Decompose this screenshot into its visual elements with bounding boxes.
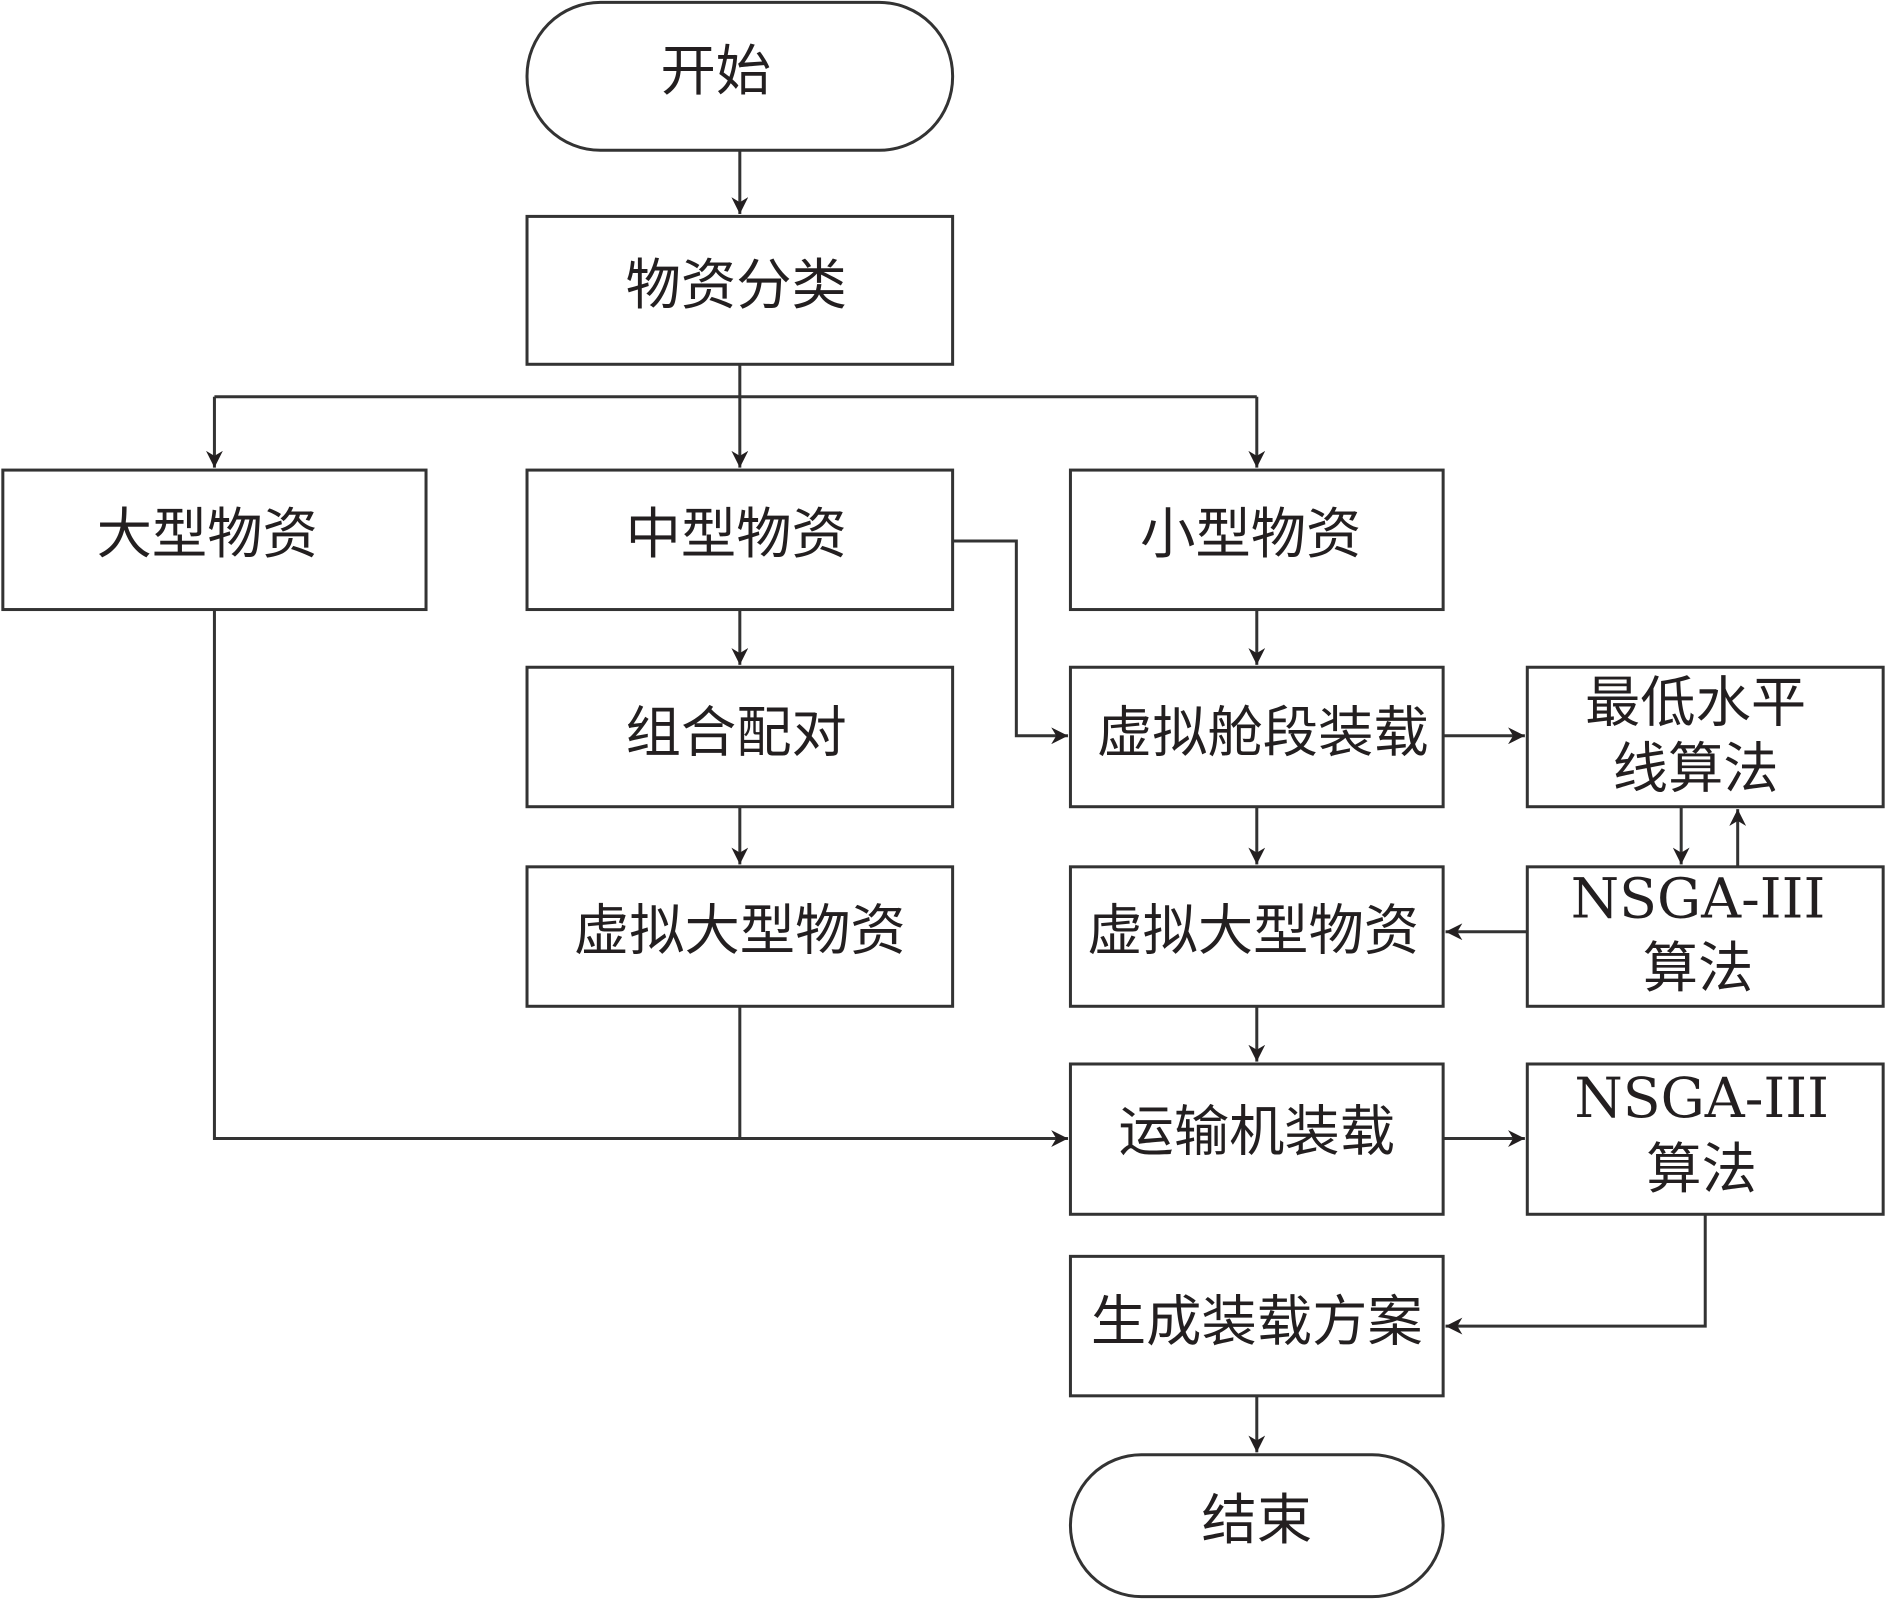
- aircraft-loading-node: 运输机装载: [1068, 1062, 1445, 1216]
- virtual-large-right-label: 虚拟大型物资: [1087, 900, 1419, 964]
- nsga-2-label-1: NSGA-III: [1574, 1067, 1829, 1131]
- nsga-node-1: NSGA-III 算法: [1525, 865, 1885, 1008]
- pairing-label: 组合配对: [626, 701, 847, 765]
- virtual-large-left-node: 虚拟大型物资: [525, 865, 955, 1008]
- arrow-nsga-to-plan: [1445, 1214, 1707, 1335]
- large-label: 大型物资: [97, 503, 318, 567]
- lowest-level-label-2: 线算法: [1613, 737, 1779, 801]
- end-label: 结束: [1201, 1489, 1312, 1553]
- lowest-level-node: 最低水平 线算法: [1525, 665, 1885, 809]
- medium-label: 中型物资: [626, 503, 847, 567]
- nsga-1-label-2: 算法: [1643, 937, 1754, 1001]
- pairing-node: 组合配对: [525, 665, 955, 809]
- start-node: 开始: [525, 0, 955, 152]
- nsga-1-label-1: NSGA-III: [1571, 867, 1826, 931]
- generate-plan-label: 生成装载方案: [1091, 1290, 1423, 1354]
- lowest-level-label-1: 最低水平: [1585, 671, 1806, 735]
- branch-line: [214, 364, 1257, 399]
- cabin-loading-label: 虚拟舱段装载: [1097, 701, 1429, 765]
- connectors: [206, 150, 1747, 1453]
- start-label: 开始: [660, 40, 771, 104]
- end-node: 结束: [1068, 1453, 1445, 1599]
- arrow-medium-to-cabin: [952, 539, 1069, 745]
- virtual-large-right-node: 虚拟大型物资: [1068, 865, 1445, 1008]
- nsga-node-2: NSGA-III 算法: [1525, 1062, 1885, 1216]
- large-node: 大型物资: [1, 468, 428, 612]
- small-label: 小型物资: [1140, 503, 1361, 567]
- small-node: 小型物资: [1068, 468, 1445, 612]
- classify-node: 物资分类: [525, 214, 955, 366]
- virtual-large-left-label: 虚拟大型物资: [574, 900, 906, 964]
- medium-node: 中型物资: [525, 468, 955, 612]
- generate-plan-node: 生成装载方案: [1068, 1254, 1445, 1398]
- classify-label: 物资分类: [626, 254, 847, 318]
- cabin-loading-node: 虚拟舱段装载: [1068, 665, 1445, 809]
- arrow-large-to-aircraft: [212, 609, 1069, 1147]
- nsga-2-label-2: 算法: [1646, 1138, 1757, 1202]
- aircraft-loading-label: 运输机装载: [1119, 1101, 1396, 1165]
